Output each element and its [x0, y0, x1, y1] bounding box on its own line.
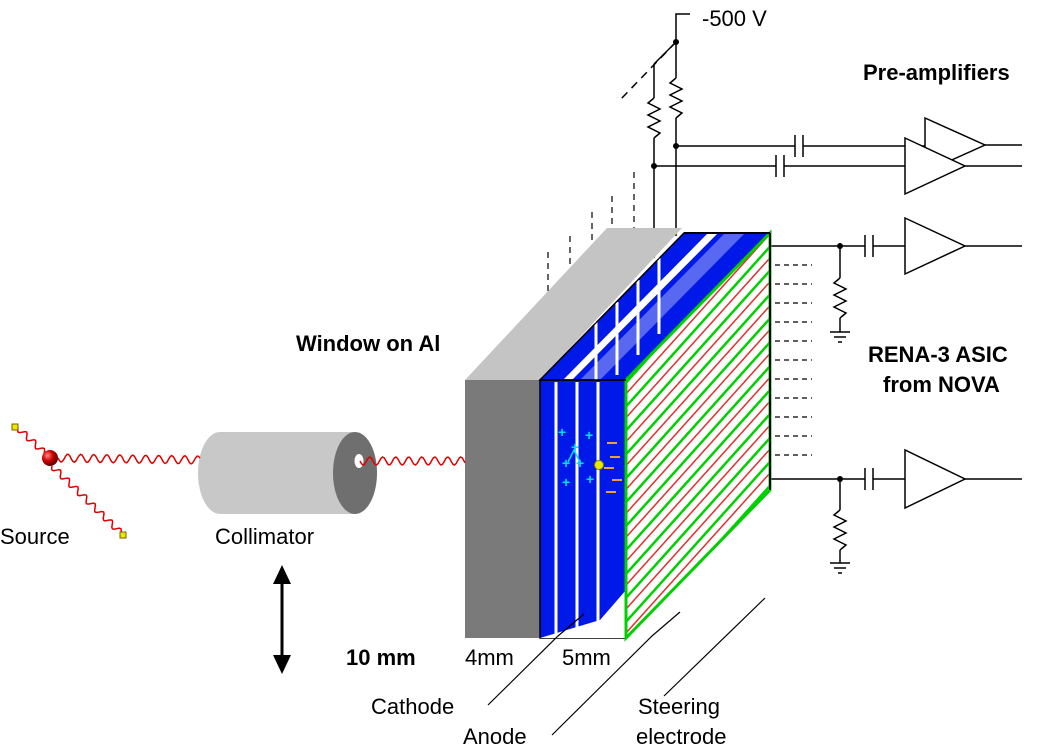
source-marker	[119, 531, 127, 539]
resistor-icon	[646, 97, 662, 139]
svg-text:+: +	[558, 424, 566, 440]
preamplifiers-label: Pre-amplifiers	[863, 60, 1010, 85]
cathode-top-strip-gaps	[594, 258, 661, 380]
interaction-point	[594, 460, 604, 470]
collimator-label: Collimator	[215, 524, 314, 549]
cathode-label: Cathode	[371, 694, 454, 719]
dimension-5mm: 5mm	[562, 645, 611, 670]
aluminium-window	[465, 228, 682, 638]
svg-text:+: +	[562, 474, 570, 490]
bias-network	[619, 13, 925, 258]
labels: -500 V Pre-amplifiers Window on Al RENA-…	[0, 6, 1010, 749]
amplifier-triangle-icon	[904, 448, 967, 510]
collimator	[198, 432, 377, 514]
asic-label-line1: RENA-3 ASIC	[868, 342, 1008, 367]
anode-dashed-leads	[775, 264, 812, 456]
resistor-icon	[832, 509, 848, 551]
cathode-strip-gaps	[554, 382, 600, 636]
steering-label-line1: Steering	[638, 694, 720, 719]
steering-label-line2: electrode	[636, 724, 727, 749]
preamplifiers	[904, 116, 1022, 510]
svg-text:+: +	[571, 439, 579, 455]
resistor-icon	[832, 277, 848, 319]
dimension-10mm: 10 mm	[346, 645, 416, 670]
voltage-label: -500 V	[702, 6, 767, 31]
window-label: Window on Al	[296, 331, 440, 356]
source	[11, 423, 127, 539]
svg-text:+: +	[562, 455, 570, 471]
svg-text:+: +	[586, 471, 594, 487]
source-label: Source	[0, 524, 70, 549]
label-leaders	[487, 597, 766, 736]
anode-label: Anode	[463, 724, 527, 749]
amplifier-triangle-icon	[904, 216, 967, 276]
asic-label-line2: from NOVA	[883, 372, 1000, 397]
resistor-icon	[668, 77, 684, 119]
detector-block: + + + + + + +	[538, 229, 772, 642]
amplifier-triangle-icon	[904, 136, 967, 196]
anode-readout	[770, 235, 905, 574]
charge-cloud: + + + + + + +	[558, 424, 594, 490]
source-marker	[11, 423, 19, 431]
source-ball	[42, 450, 58, 466]
electron-drift	[604, 442, 622, 493]
dimension-4mm: 4mm	[465, 645, 514, 670]
double-arrow-icon	[273, 565, 291, 674]
svg-text:+: +	[576, 455, 584, 471]
svg-text:+: +	[585, 427, 593, 443]
cathode-face	[539, 379, 627, 639]
